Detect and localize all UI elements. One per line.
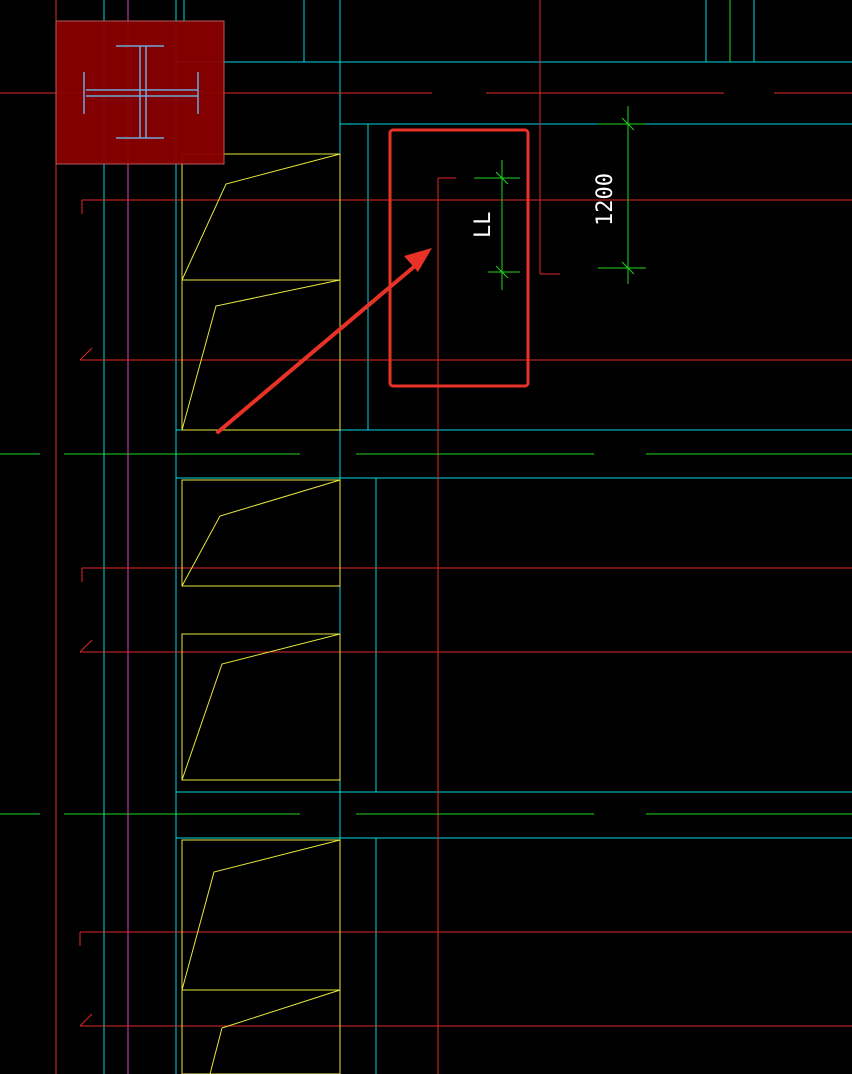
dimension-1200: 1200 (593, 106, 646, 284)
small-dimension-line (474, 160, 520, 290)
highlight-box (388, 128, 530, 388)
dimension-value: 1200 (593, 173, 618, 226)
green-axis-lines (0, 0, 852, 815)
pointer-arrow (216, 248, 432, 434)
beam-label: LL (471, 212, 496, 239)
yellow-shapes (181, 153, 341, 1074)
ucs-axis-icon[interactable] (55, 20, 225, 165)
